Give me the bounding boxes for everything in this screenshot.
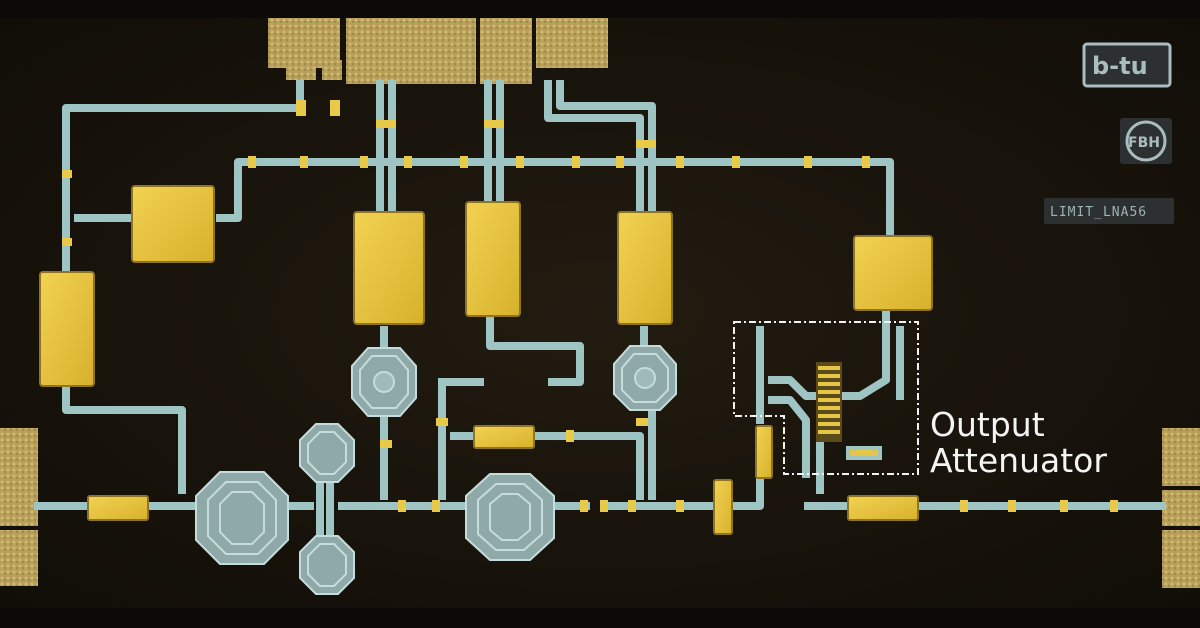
btu-logo: b-tu — [1082, 42, 1172, 88]
inductor-stage2 — [613, 345, 677, 411]
annotation-line-2: Attenuator — [930, 441, 1107, 480]
chip-name-text: LIMIT_LNA56 — [1050, 205, 1147, 220]
rf-output-pads — [1162, 428, 1200, 588]
mim-capacitors — [39, 185, 933, 535]
spiral-inductors — [195, 345, 677, 595]
output-attenuator-outline — [733, 321, 919, 475]
btu-logo-text: b-tu — [1092, 52, 1148, 80]
inductor-stage1 — [351, 347, 417, 417]
inductor-small-top — [299, 423, 355, 483]
fbh-logo-text: FBH — [1128, 135, 1160, 151]
fbh-logo: FBH — [1120, 118, 1172, 164]
dc-bond-pads — [268, 18, 608, 84]
inductor-small-bottom — [299, 535, 355, 595]
chip-name-marker: LIMIT_LNA56 — [1044, 198, 1174, 224]
annotation-line-1: Output — [930, 405, 1045, 444]
rf-input-pads — [0, 428, 38, 586]
line-bridges — [62, 100, 1118, 512]
attenuator-resistor-ladder — [816, 362, 882, 460]
inductor-input — [195, 471, 289, 565]
inductor-mid — [465, 473, 555, 561]
